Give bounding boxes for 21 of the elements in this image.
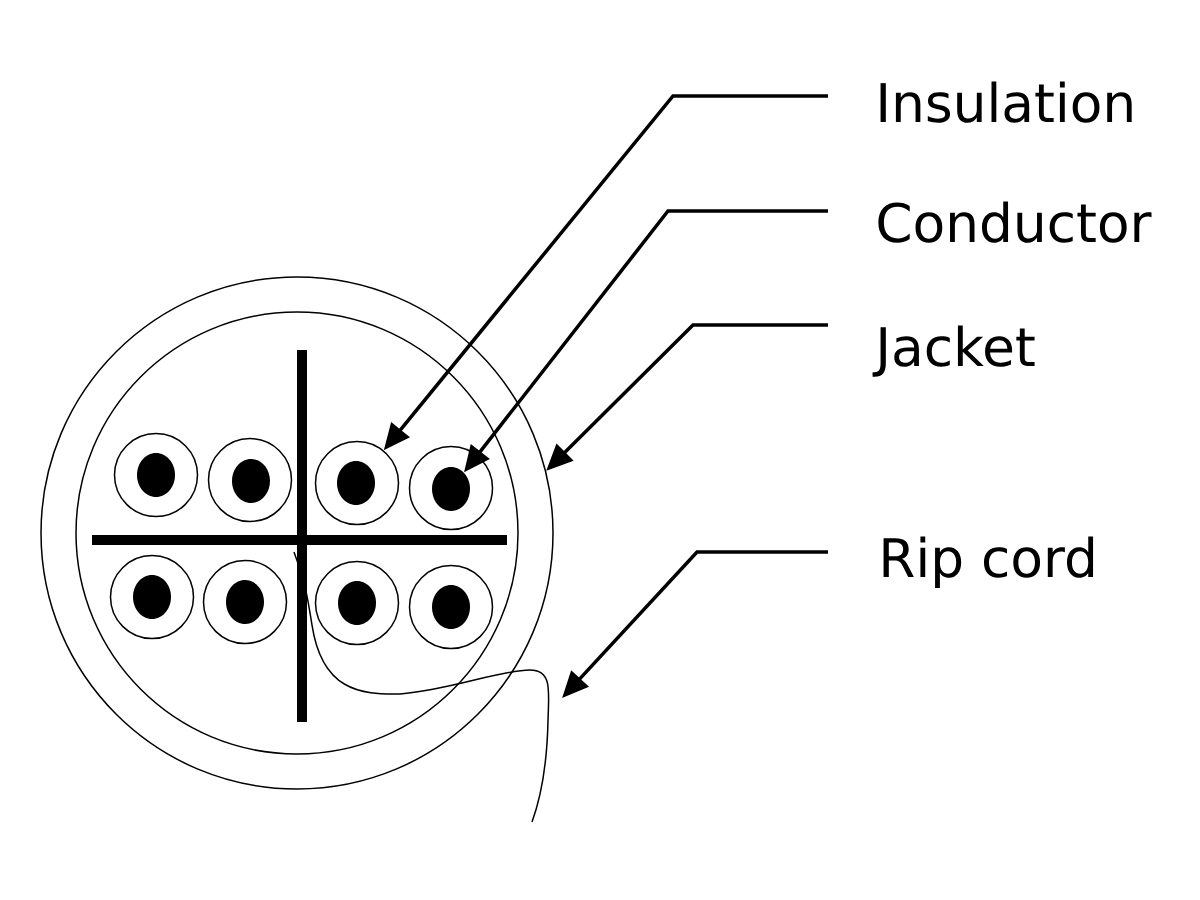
conductor-dot bbox=[137, 453, 175, 497]
conductor-dot bbox=[337, 461, 375, 505]
insulation-ring bbox=[314, 560, 400, 646]
conductor-dot bbox=[226, 580, 264, 624]
conductor-dot bbox=[338, 581, 376, 625]
insulation-ring bbox=[113, 432, 199, 518]
insulation-ring bbox=[408, 445, 494, 531]
insulation-ring bbox=[207, 437, 293, 523]
part-label: Conductor bbox=[878, 201, 1152, 243]
conductor-dot bbox=[133, 575, 171, 619]
part-label: Rip cord bbox=[883, 536, 1094, 589]
conductor-dot bbox=[432, 585, 470, 629]
part-label: Jacket bbox=[872, 325, 1035, 377]
insulation-ring bbox=[408, 564, 494, 650]
insulation-ring bbox=[314, 440, 400, 526]
insulation-ring bbox=[109, 554, 195, 640]
conductor-dot bbox=[232, 459, 270, 503]
part-label: Insulation bbox=[880, 81, 1132, 123]
conductor-dot bbox=[432, 467, 470, 511]
insulation-ring bbox=[202, 559, 288, 645]
jacket-ring bbox=[40, 276, 554, 790]
